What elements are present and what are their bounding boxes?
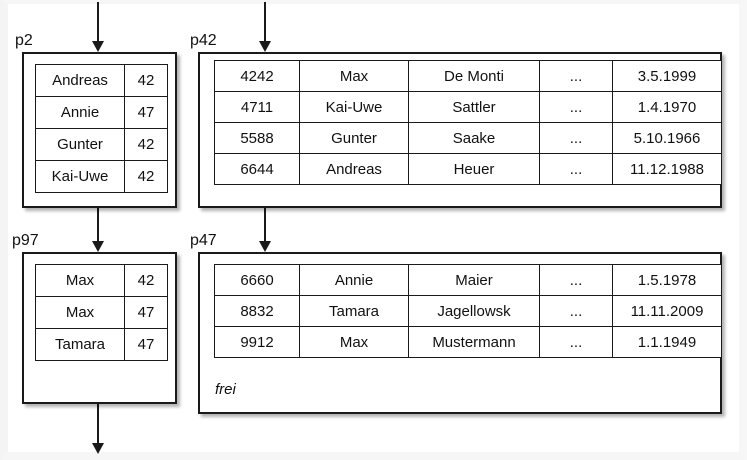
cell-bucket: 42 xyxy=(124,64,168,97)
cell-date: 1.4.1970 xyxy=(612,91,722,123)
table-row[interactable]: Andreas 42 xyxy=(35,64,168,97)
cell-last: Heuer xyxy=(408,153,540,185)
cell-id: 6644 xyxy=(214,153,300,185)
arrow-p42-to-p47 xyxy=(258,208,272,252)
cell-more: ... xyxy=(539,326,613,358)
arrow-p2-to-p97 xyxy=(91,208,105,252)
table-row[interactable]: Tamara 47 xyxy=(35,328,168,361)
cell-first: Max xyxy=(299,60,409,92)
cell-bucket: 47 xyxy=(124,296,168,329)
cell-name: Kai-Uwe xyxy=(35,160,125,193)
table-row[interactable]: 4711 Kai-Uwe Sattler ... 1.4.1970 xyxy=(214,91,722,123)
table-row[interactable]: Max 47 xyxy=(35,296,168,329)
page-label-p2: p2 xyxy=(15,32,33,49)
cell-first: Andreas xyxy=(299,153,409,185)
arrow-out-of-p97 xyxy=(91,404,105,454)
cell-more: ... xyxy=(539,264,613,296)
cell-more: ... xyxy=(539,60,613,92)
cell-date: 3.5.1999 xyxy=(612,60,722,92)
arrow-into-p42 xyxy=(258,2,272,52)
cell-first: Tamara xyxy=(299,295,409,327)
cell-name: Annie xyxy=(35,96,125,129)
data-table-p47: 6660 Annie Maier ... 1.5.1978 8832 Tamar… xyxy=(214,264,722,358)
table-row[interactable]: Annie 47 xyxy=(35,96,168,129)
free-space-label: frei xyxy=(215,381,236,398)
cell-name: Tamara xyxy=(35,328,125,361)
table-row[interactable]: Gunter 42 xyxy=(35,128,168,161)
cell-more: ... xyxy=(539,122,613,154)
cell-date: 1.1.1949 xyxy=(612,326,722,358)
table-row[interactable]: Kai-Uwe 42 xyxy=(35,160,168,193)
cell-first: Gunter xyxy=(299,122,409,154)
table-row[interactable]: 9912 Max Mustermann ... 1.1.1949 xyxy=(214,326,722,358)
table-row[interactable]: Max 42 xyxy=(35,264,168,297)
cell-first: Annie xyxy=(299,264,409,296)
cell-name: Gunter xyxy=(35,128,125,161)
cell-id: 4242 xyxy=(214,60,300,92)
data-table-p42: 4242 Max De Monti ... 3.5.1999 4711 Kai-… xyxy=(214,60,722,185)
cell-name: Max xyxy=(35,296,125,329)
page-label-p47: p47 xyxy=(190,232,217,249)
cell-last: Saake xyxy=(408,122,540,154)
table-row[interactable]: 4242 Max De Monti ... 3.5.1999 xyxy=(214,60,722,92)
cell-id: 9912 xyxy=(214,326,300,358)
cell-first: Kai-Uwe xyxy=(299,91,409,123)
table-row[interactable]: 5588 Gunter Saake ... 5.10.1966 xyxy=(214,122,722,154)
index-table-p2: Andreas 42 Annie 47 Gunter 42 Kai-Uwe 42 xyxy=(35,64,168,193)
cell-last: Jagellowsk xyxy=(408,295,540,327)
cell-id: 5588 xyxy=(214,122,300,154)
cell-last: Mustermann xyxy=(408,326,540,358)
page-label-p97: p97 xyxy=(12,232,39,249)
cell-date: 11.11.2009 xyxy=(612,295,722,327)
cell-date: 1.5.1978 xyxy=(612,264,722,296)
table-row[interactable]: 6660 Annie Maier ... 1.5.1978 xyxy=(214,264,722,296)
cell-id: 6660 xyxy=(214,264,300,296)
cell-first: Max xyxy=(299,326,409,358)
cell-bucket: 42 xyxy=(124,264,168,297)
index-table-p97: Max 42 Max 47 Tamara 47 xyxy=(35,264,168,361)
cell-last: Maier xyxy=(408,264,540,296)
page-label-p42: p42 xyxy=(190,32,217,49)
cell-name: Andreas xyxy=(35,64,125,97)
cell-more: ... xyxy=(539,295,613,327)
table-row[interactable]: 8832 Tamara Jagellowsk ... 11.11.2009 xyxy=(214,295,722,327)
cell-bucket: 47 xyxy=(124,96,168,129)
arrow-into-p2 xyxy=(91,2,105,52)
cell-date: 11.12.1988 xyxy=(612,153,722,185)
cell-bucket: 42 xyxy=(124,160,168,193)
cell-id: 4711 xyxy=(214,91,300,123)
cell-name: Max xyxy=(35,264,125,297)
cell-last: De Monti xyxy=(408,60,540,92)
cell-bucket: 42 xyxy=(124,128,168,161)
cell-last: Sattler xyxy=(408,91,540,123)
cell-id: 8832 xyxy=(214,295,300,327)
cell-bucket: 47 xyxy=(124,328,168,361)
cell-date: 5.10.1966 xyxy=(612,122,722,154)
cell-more: ... xyxy=(539,91,613,123)
cell-more: ... xyxy=(539,153,613,185)
table-row[interactable]: 6644 Andreas Heuer ... 11.12.1988 xyxy=(214,153,722,185)
